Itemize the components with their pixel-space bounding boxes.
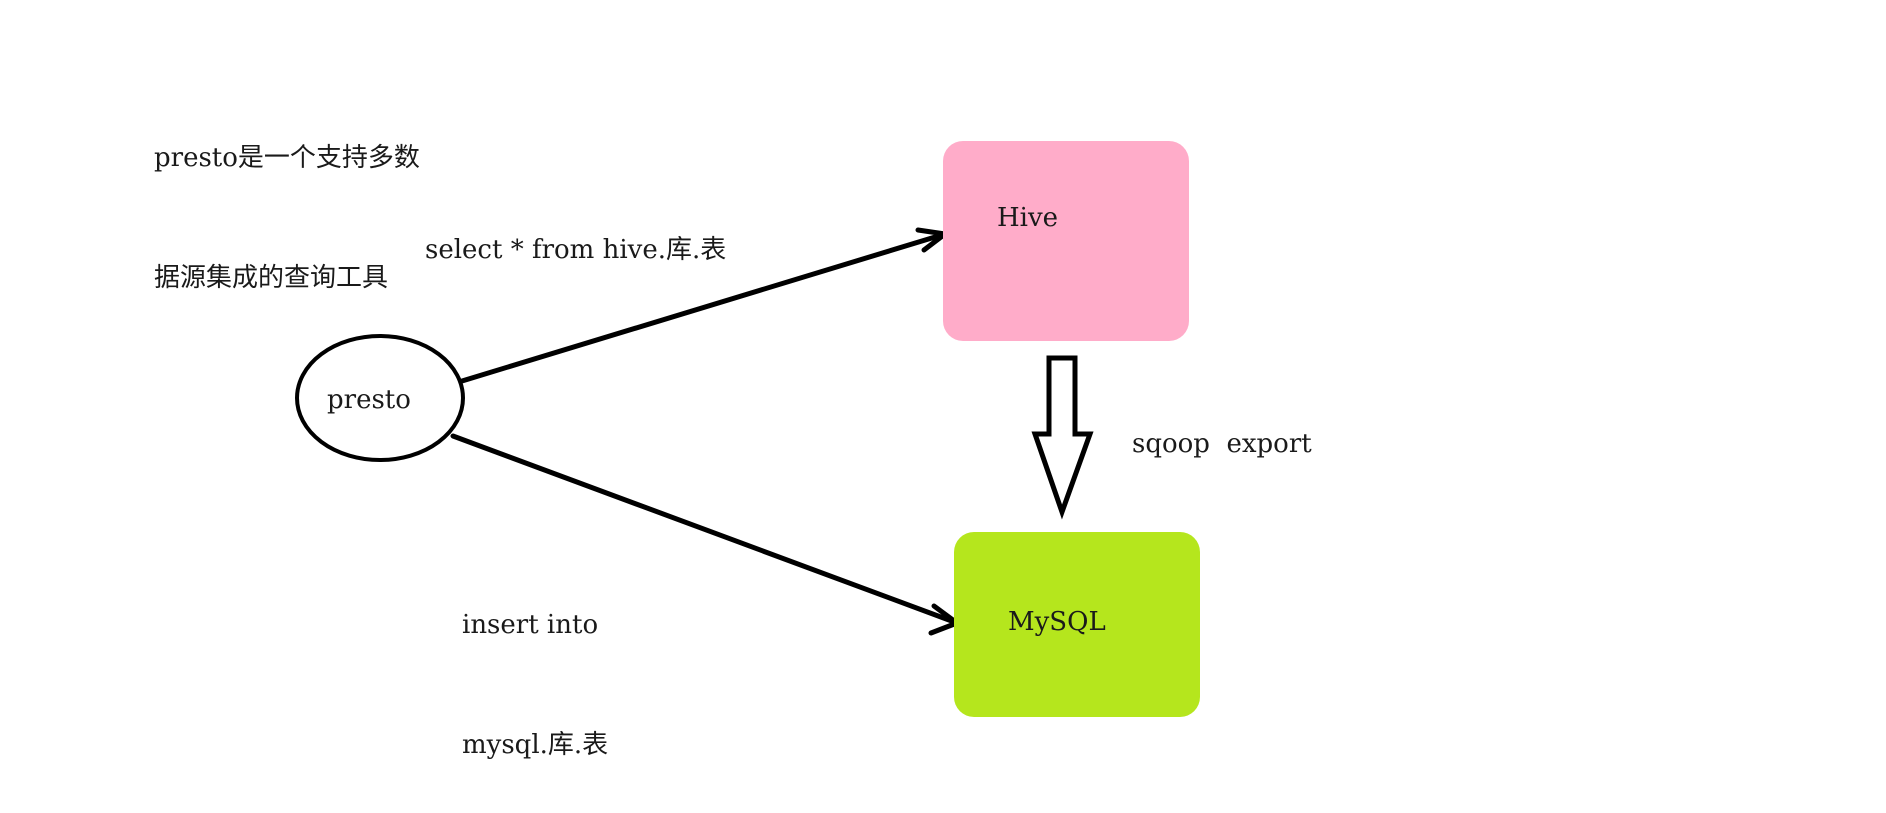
hive-label: Hive [997,203,1059,233]
sqoop-export-label: sqoop export [1132,429,1312,459]
edge-mysql-label: insert into mysql.库.表 [462,525,608,805]
caption-line-1: presto是一个支持多数 [154,143,420,173]
edge-presto-to-mysql [450,433,960,626]
mysql-node: MySQL [954,532,1200,717]
hive-node: Hive [943,141,1189,341]
diagram-caption: presto是一个支持多数 据源集成的查询工具 [154,58,420,338]
caption-line-2: 据源集成的查询工具 [154,263,389,293]
edge-mysql-label-line-1: insert into [462,610,599,640]
presto-node [295,334,465,462]
edge-mysql-label-line-2: mysql.库.表 [462,730,609,760]
edge-presto-to-hive [459,231,948,384]
edge-hive-label: select * from hive.库.表 [425,235,727,265]
presto-label: presto [327,385,411,415]
sqoop-export-arrow [1031,355,1094,520]
mysql-label: MySQL [1008,607,1106,637]
